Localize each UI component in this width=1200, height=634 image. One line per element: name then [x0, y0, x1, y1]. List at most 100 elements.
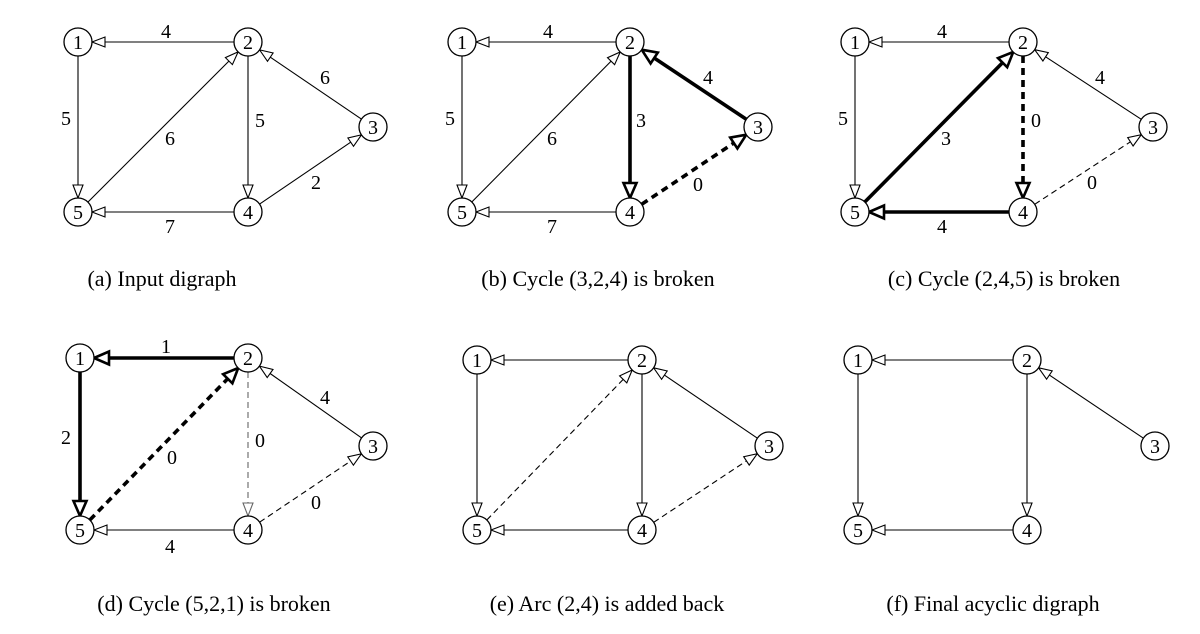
arc-2-1 — [474, 36, 616, 48]
node-circle — [615, 197, 645, 227]
panel-caption: (b) Cycle (3,2,4) is broken — [481, 266, 714, 291]
arc-line — [259, 141, 352, 205]
panel-caption: (d) Cycle (5,2,1) is broken — [97, 591, 330, 616]
arc-weight-4-3: 0 — [1087, 172, 1097, 194]
arc-weight-3-2: 6 — [320, 67, 330, 89]
arrowhead-icon — [224, 50, 240, 66]
node-5: 5 — [63, 197, 93, 227]
node-3: 3 — [358, 112, 388, 142]
arrowhead-icon — [242, 184, 254, 200]
arc-1-5 — [471, 374, 483, 518]
arc-4-5 — [90, 206, 234, 218]
arrowhead-icon — [865, 203, 886, 221]
node-label: 2 — [637, 350, 647, 372]
arc-weight-1-5: 5 — [61, 108, 71, 130]
panel-d-arcs — [71, 349, 363, 536]
arrowhead-icon — [1037, 366, 1054, 381]
arc-4-5 — [92, 524, 234, 536]
arrowhead-icon — [618, 368, 634, 384]
arrowhead-icon — [742, 452, 759, 467]
arrowhead-icon — [621, 181, 639, 202]
node-circle — [843, 345, 873, 375]
arc-line — [1045, 56, 1142, 120]
panel-caption: (a) Input digraph — [87, 266, 236, 291]
node-circle — [462, 345, 492, 375]
arc-weight-2-1: 1 — [161, 336, 171, 358]
panel-c-arcs — [849, 36, 1143, 221]
node-4: 4 — [615, 197, 645, 227]
node-2: 2 — [233, 27, 263, 57]
arc-4-3 — [640, 132, 750, 206]
arc-3-2 — [652, 366, 758, 439]
arc-line — [471, 60, 612, 203]
arc-line — [1034, 141, 1131, 205]
arrowhead-icon — [346, 452, 363, 467]
node-label: 4 — [243, 202, 253, 224]
node-4: 4 — [1008, 197, 1038, 227]
arrowhead-icon — [92, 524, 108, 536]
node-4: 4 — [627, 515, 657, 545]
arc-1-5 — [72, 56, 84, 200]
arrowhead-icon — [489, 524, 505, 536]
node-circle — [233, 197, 263, 227]
arc-3-2 — [1037, 366, 1144, 439]
node-2: 2 — [233, 343, 263, 373]
arc-line — [269, 56, 362, 120]
node-1: 1 — [840, 27, 870, 57]
node-circle — [627, 515, 657, 545]
panel-b-arcs — [456, 36, 750, 218]
panel-caption: (c) Cycle (2,4,5) is broken — [888, 266, 1120, 291]
arc-4-5 — [474, 206, 616, 218]
node-3: 3 — [743, 112, 773, 142]
arrowhead-icon — [1033, 48, 1050, 62]
arc-line — [640, 141, 735, 206]
node-circle — [233, 515, 263, 545]
arc-5-2 — [87, 50, 240, 203]
arrowhead-icon — [638, 47, 660, 66]
arc-weight-4-5: 4 — [165, 536, 175, 558]
arc-line — [863, 61, 1004, 204]
node-4: 4 — [1012, 515, 1042, 545]
arc-weight-5-2: 6 — [165, 128, 175, 150]
arc-weight-2-1: 4 — [161, 21, 171, 43]
node-label: 2 — [243, 348, 253, 370]
arrowhead-icon — [90, 206, 106, 218]
arc-line — [259, 460, 351, 523]
node-label: 3 — [753, 117, 763, 139]
panel-f-arcs — [852, 354, 1144, 536]
node-circle — [754, 431, 784, 461]
arc-2-1 — [489, 354, 628, 366]
arrowhead-icon — [90, 36, 106, 48]
node-label: 3 — [368, 117, 378, 139]
arrowhead-icon — [606, 50, 622, 66]
node-circle — [1008, 197, 1038, 227]
arc-line — [1049, 374, 1144, 439]
arc-weight-3-2: 4 — [1095, 67, 1105, 89]
arc-3-2 — [1033, 48, 1142, 120]
arrowhead-icon — [995, 49, 1016, 70]
arrowhead-icon — [258, 49, 275, 63]
arc-line — [664, 374, 758, 439]
node-label: 5 — [75, 520, 85, 542]
arc-weight-3-2: 4 — [320, 387, 330, 409]
node-3: 3 — [754, 431, 784, 461]
arc-line — [653, 460, 747, 523]
arc-4-3 — [653, 452, 759, 523]
arc-weight-5-2: 0 — [167, 447, 177, 469]
node-2: 2 — [1012, 345, 1042, 375]
node-4: 4 — [233, 515, 263, 545]
arc-1-5 — [852, 374, 864, 518]
node-circle — [63, 197, 93, 227]
arc-4-5 — [865, 203, 1009, 221]
arc-4-5 — [489, 524, 628, 536]
arrowhead-icon — [636, 502, 648, 518]
arc-2-4 — [636, 374, 648, 518]
node-label: 2 — [1022, 350, 1032, 372]
node-circle — [840, 197, 870, 227]
node-1: 1 — [462, 345, 492, 375]
